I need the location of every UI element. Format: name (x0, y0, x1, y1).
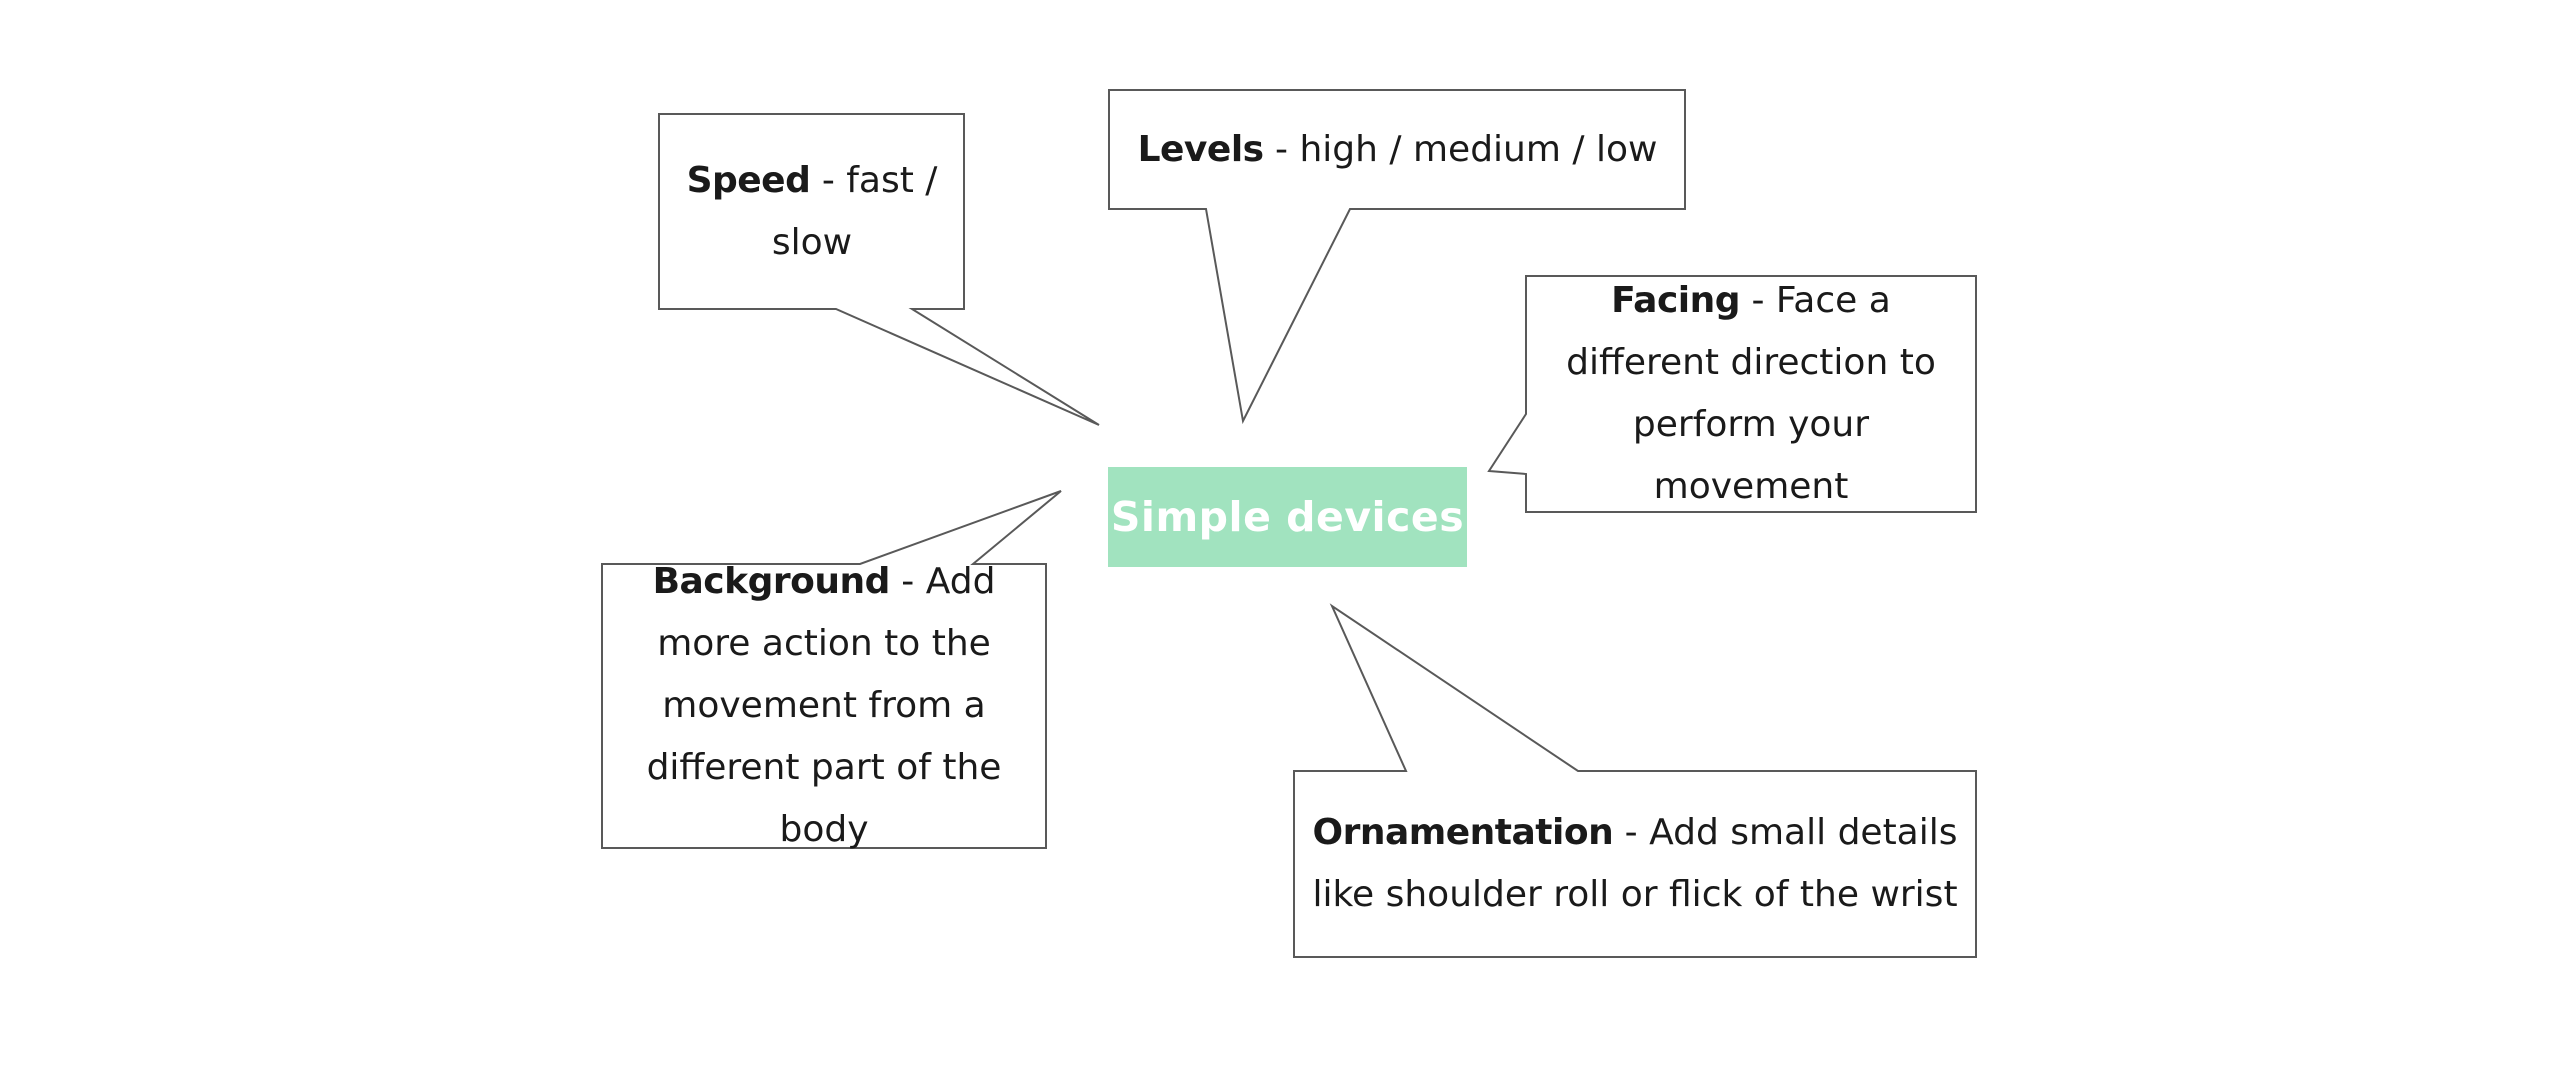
speed-callout-shape (658, 113, 1100, 426)
background-description: - Add more action to the movement from a… (646, 561, 1002, 850)
facing-callout: Facing - Face a different direction to p… (1526, 276, 1976, 512)
center-topic-label: Simple devices (1110, 493, 1465, 541)
background-term: Background (652, 561, 891, 602)
ornamentation-callout: Ornamentation - Add small details like s… (1294, 771, 1976, 957)
facing-description: - Face a different direction to perform … (1566, 280, 1936, 507)
ornamentation-description: - Add small details like shoulder roll o… (1312, 812, 1958, 915)
background-callout: Background - Add more action to the move… (602, 561, 1046, 850)
levels-term: Levels (1137, 129, 1265, 170)
speed-description: - fast / slow (771, 160, 938, 263)
facing-callout-shape (1487, 275, 1977, 513)
center-topic: Simple devices (1108, 467, 1467, 567)
speed-callout: Speed - fast / slow (660, 114, 964, 310)
levels-callout: Levels - high / medium / low (1110, 90, 1685, 210)
ornamentation-term: Ornamentation (1312, 812, 1614, 853)
facing-term: Facing (1611, 280, 1741, 321)
background-callout-shape (601, 490, 1062, 849)
ornamentation-callout-shape (1293, 603, 1977, 958)
speed-term: Speed (686, 160, 811, 201)
levels-description: - high / medium / low (1263, 129, 1658, 170)
levels-callout-shape (1108, 89, 1686, 425)
